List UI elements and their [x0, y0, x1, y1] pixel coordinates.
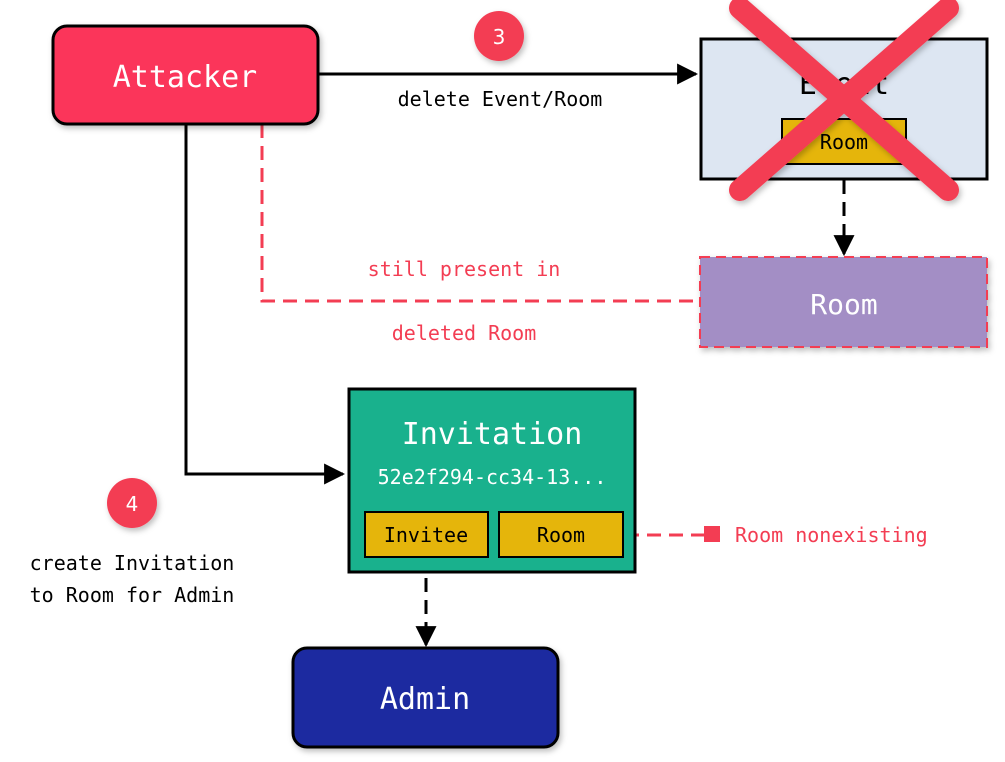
attacker-label: Attacker — [113, 60, 258, 95]
still-present-edge — [260, 124, 700, 303]
invitation-invitee-field — [364, 511, 489, 558]
invitation-room-field — [498, 511, 624, 558]
event-room-field-label: Room — [820, 130, 868, 154]
room-nonexisting-marker — [704, 526, 720, 542]
step-3-number: 3 — [493, 25, 506, 49]
step-4-description-line2: to Room for Admin — [30, 583, 235, 607]
admin-node: Admin — [291, 646, 560, 749]
room-nonexisting-label: Room nonexisting — [735, 523, 928, 547]
step-4-description-line1: create Invitation — [30, 551, 235, 575]
step-3-badge: 3 — [474, 11, 524, 61]
step-4-badge: 4 — [107, 478, 157, 528]
deleted-room-label: Room — [810, 288, 877, 321]
admin-label: Admin — [380, 682, 470, 717]
invitation-room-label: Room — [537, 523, 585, 547]
invitation-node: Invitation 52e2f294-cc34-13... Invitee R… — [347, 387, 637, 574]
still-present-label-line2: deleted Room — [392, 321, 537, 345]
attacker-invitation-edge — [184, 124, 346, 485]
deleted-cross-icon — [729, 0, 959, 201]
invitation-invitee-label: Invitee — [384, 523, 468, 547]
invitation-id: 52e2f294-cc34-13... — [378, 465, 607, 489]
delete-edge-label: delete Event/Room — [398, 87, 603, 111]
still-present-label-line1: still present in — [368, 257, 561, 281]
deleted-room-node: Room — [699, 256, 988, 348]
step-4-number: 4 — [126, 492, 139, 516]
attacker-node: Attacker — [51, 24, 320, 126]
invitation-title: Invitation — [402, 417, 583, 452]
